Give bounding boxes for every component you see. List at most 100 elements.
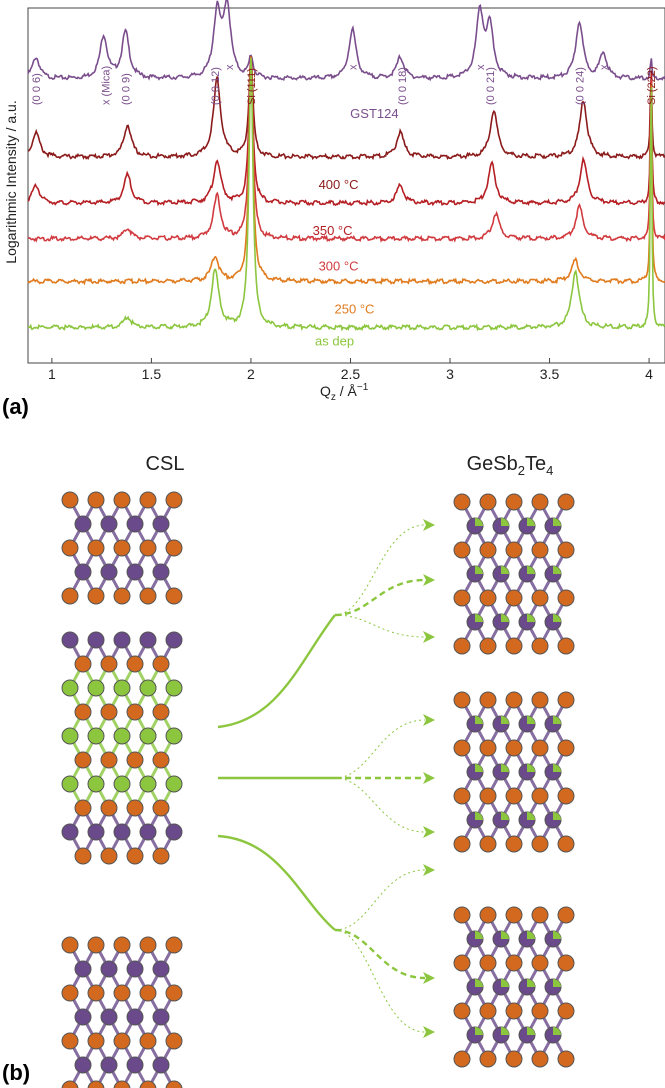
mixed-site	[527, 518, 535, 526]
peak-label: (0 0 12)	[210, 67, 222, 105]
atom	[87, 775, 105, 793]
peak-label: x	[598, 64, 610, 70]
atom	[479, 739, 497, 757]
atom	[113, 727, 131, 745]
mixed-site	[527, 1027, 535, 1035]
atom	[100, 563, 118, 581]
mixed-site	[553, 614, 561, 622]
mixed-site	[501, 931, 509, 939]
atom	[557, 589, 575, 607]
atom	[61, 1080, 79, 1088]
atom	[165, 491, 183, 509]
atom	[531, 906, 549, 924]
peak-label: Si (222)	[646, 66, 658, 105]
arrow-layer	[217, 519, 435, 1038]
atom	[531, 835, 549, 853]
atom	[113, 587, 131, 605]
atom	[61, 823, 79, 841]
atom	[505, 493, 523, 511]
series-label: 350 °C	[313, 223, 353, 238]
atom	[165, 679, 183, 697]
mixed-site	[527, 764, 535, 772]
atom	[61, 491, 79, 509]
mixed-site	[527, 931, 535, 939]
atom	[113, 491, 131, 509]
mixed-site	[475, 812, 483, 820]
peak-label: (0 0 9)	[121, 73, 133, 105]
mixed-site	[553, 812, 561, 820]
atom	[113, 936, 131, 954]
arrow-head	[423, 826, 435, 838]
atom	[87, 727, 105, 745]
atom	[453, 493, 471, 511]
mixed-site	[527, 614, 535, 622]
atom	[87, 491, 105, 509]
atom	[74, 655, 92, 673]
transition-arrow	[334, 578, 426, 617]
atom	[453, 1002, 471, 1020]
atom	[74, 703, 92, 721]
atom	[152, 703, 170, 721]
mixed-site	[501, 1027, 509, 1035]
atom	[126, 655, 144, 673]
atom	[453, 1050, 471, 1068]
series-line	[27, 56, 665, 207]
atom	[139, 539, 157, 557]
atom	[557, 541, 575, 559]
mixed-site	[553, 716, 561, 724]
atom	[479, 493, 497, 511]
mixed-site	[501, 979, 509, 987]
atom	[61, 539, 79, 557]
atom	[479, 906, 497, 924]
atom	[479, 1050, 497, 1068]
arrow-head	[423, 1026, 435, 1038]
csl-title: CSL	[146, 453, 185, 475]
atom	[505, 739, 523, 757]
atom	[531, 1050, 549, 1068]
peak-label: Si (111)	[246, 68, 258, 105]
atom	[126, 960, 144, 978]
atom	[505, 1002, 523, 1020]
lattice-layer	[61, 491, 575, 1088]
peak-label: x	[224, 64, 236, 70]
atom	[87, 1032, 105, 1050]
atom	[87, 587, 105, 605]
peak-label: x (Mica)	[101, 66, 113, 105]
mixed-site	[553, 566, 561, 574]
atom	[453, 691, 471, 709]
atom	[505, 541, 523, 559]
atom	[453, 637, 471, 655]
atom	[453, 906, 471, 924]
mixed-site	[527, 979, 535, 987]
atom	[152, 960, 170, 978]
arrow-head	[423, 574, 435, 586]
series-label: 250 °C	[335, 301, 375, 316]
atom	[100, 799, 118, 817]
atom	[453, 589, 471, 607]
lattice-block	[453, 691, 575, 853]
atom	[505, 906, 523, 924]
x-tick-label: 2	[247, 366, 255, 382]
atom	[531, 493, 549, 511]
atom	[61, 587, 79, 605]
atom	[61, 727, 79, 745]
plot-frame	[27, 7, 665, 364]
atom	[126, 847, 144, 865]
atom	[126, 563, 144, 581]
atom	[100, 1056, 118, 1074]
atom	[557, 493, 575, 511]
arrow-head	[423, 714, 435, 726]
atom	[479, 1002, 497, 1020]
atom	[100, 703, 118, 721]
panel-a-label: (a)	[2, 394, 29, 419]
mixed-site	[501, 614, 509, 622]
x-tick-label: 1.5	[142, 366, 162, 382]
atom	[557, 691, 575, 709]
atom	[165, 539, 183, 557]
atom	[100, 751, 118, 769]
arrow-head	[423, 772, 435, 784]
atom	[531, 589, 549, 607]
atom	[557, 787, 575, 805]
